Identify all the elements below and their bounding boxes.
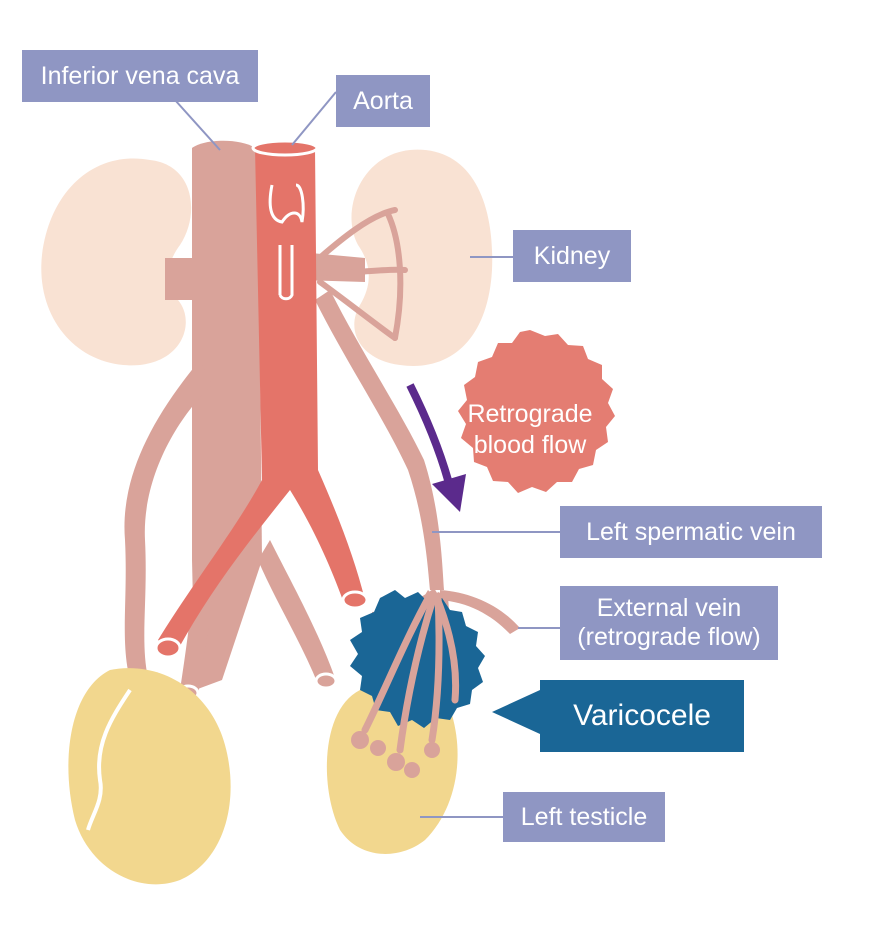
left-kidney [351, 149, 493, 366]
label-text: Inferior vena cava [40, 61, 240, 90]
label-text: External vein [596, 594, 742, 623]
varicocele-pointer [492, 690, 540, 734]
vein-end [314, 672, 338, 690]
kidney-vessels [312, 207, 408, 341]
label-left-testicle: Left testicle [503, 792, 665, 842]
label-varicocele: Varicocele [540, 680, 744, 752]
retrograde-arrow [406, 383, 452, 482]
label-aorta: Aorta [336, 75, 430, 127]
retrograde-arrowhead [432, 474, 466, 512]
right-testicle [68, 668, 231, 885]
label-text: Left spermatic vein [586, 517, 796, 546]
label-text: Retrograde [467, 399, 593, 428]
right-kidney [41, 158, 192, 366]
label-text: Varicocele [573, 699, 711, 732]
right-testicle-outline [86, 688, 132, 831]
label-text: Left testicle [520, 802, 648, 831]
varicocele-veins [361, 591, 460, 754]
label-text: (retrograde flow) [577, 623, 761, 651]
label-left-spermatic-vein: Left spermatic vein [560, 506, 822, 558]
label-inferior-vena-cava: Inferior vena cava [22, 50, 258, 102]
label-text: Aorta [353, 86, 413, 115]
retrograde-badge-shape [458, 330, 615, 493]
leader-lines [174, 91, 560, 818]
label-retrograde-blood-flow: Retrograde blood flow [440, 365, 620, 495]
label-external-vein: External vein (retrograde flow) [560, 586, 778, 660]
label-kidney: Kidney [513, 230, 631, 282]
label-text: Kidney [533, 241, 611, 270]
aorta-vessel [154, 139, 369, 659]
label-text: blood flow [473, 431, 587, 459]
plexus-tips [351, 731, 440, 778]
